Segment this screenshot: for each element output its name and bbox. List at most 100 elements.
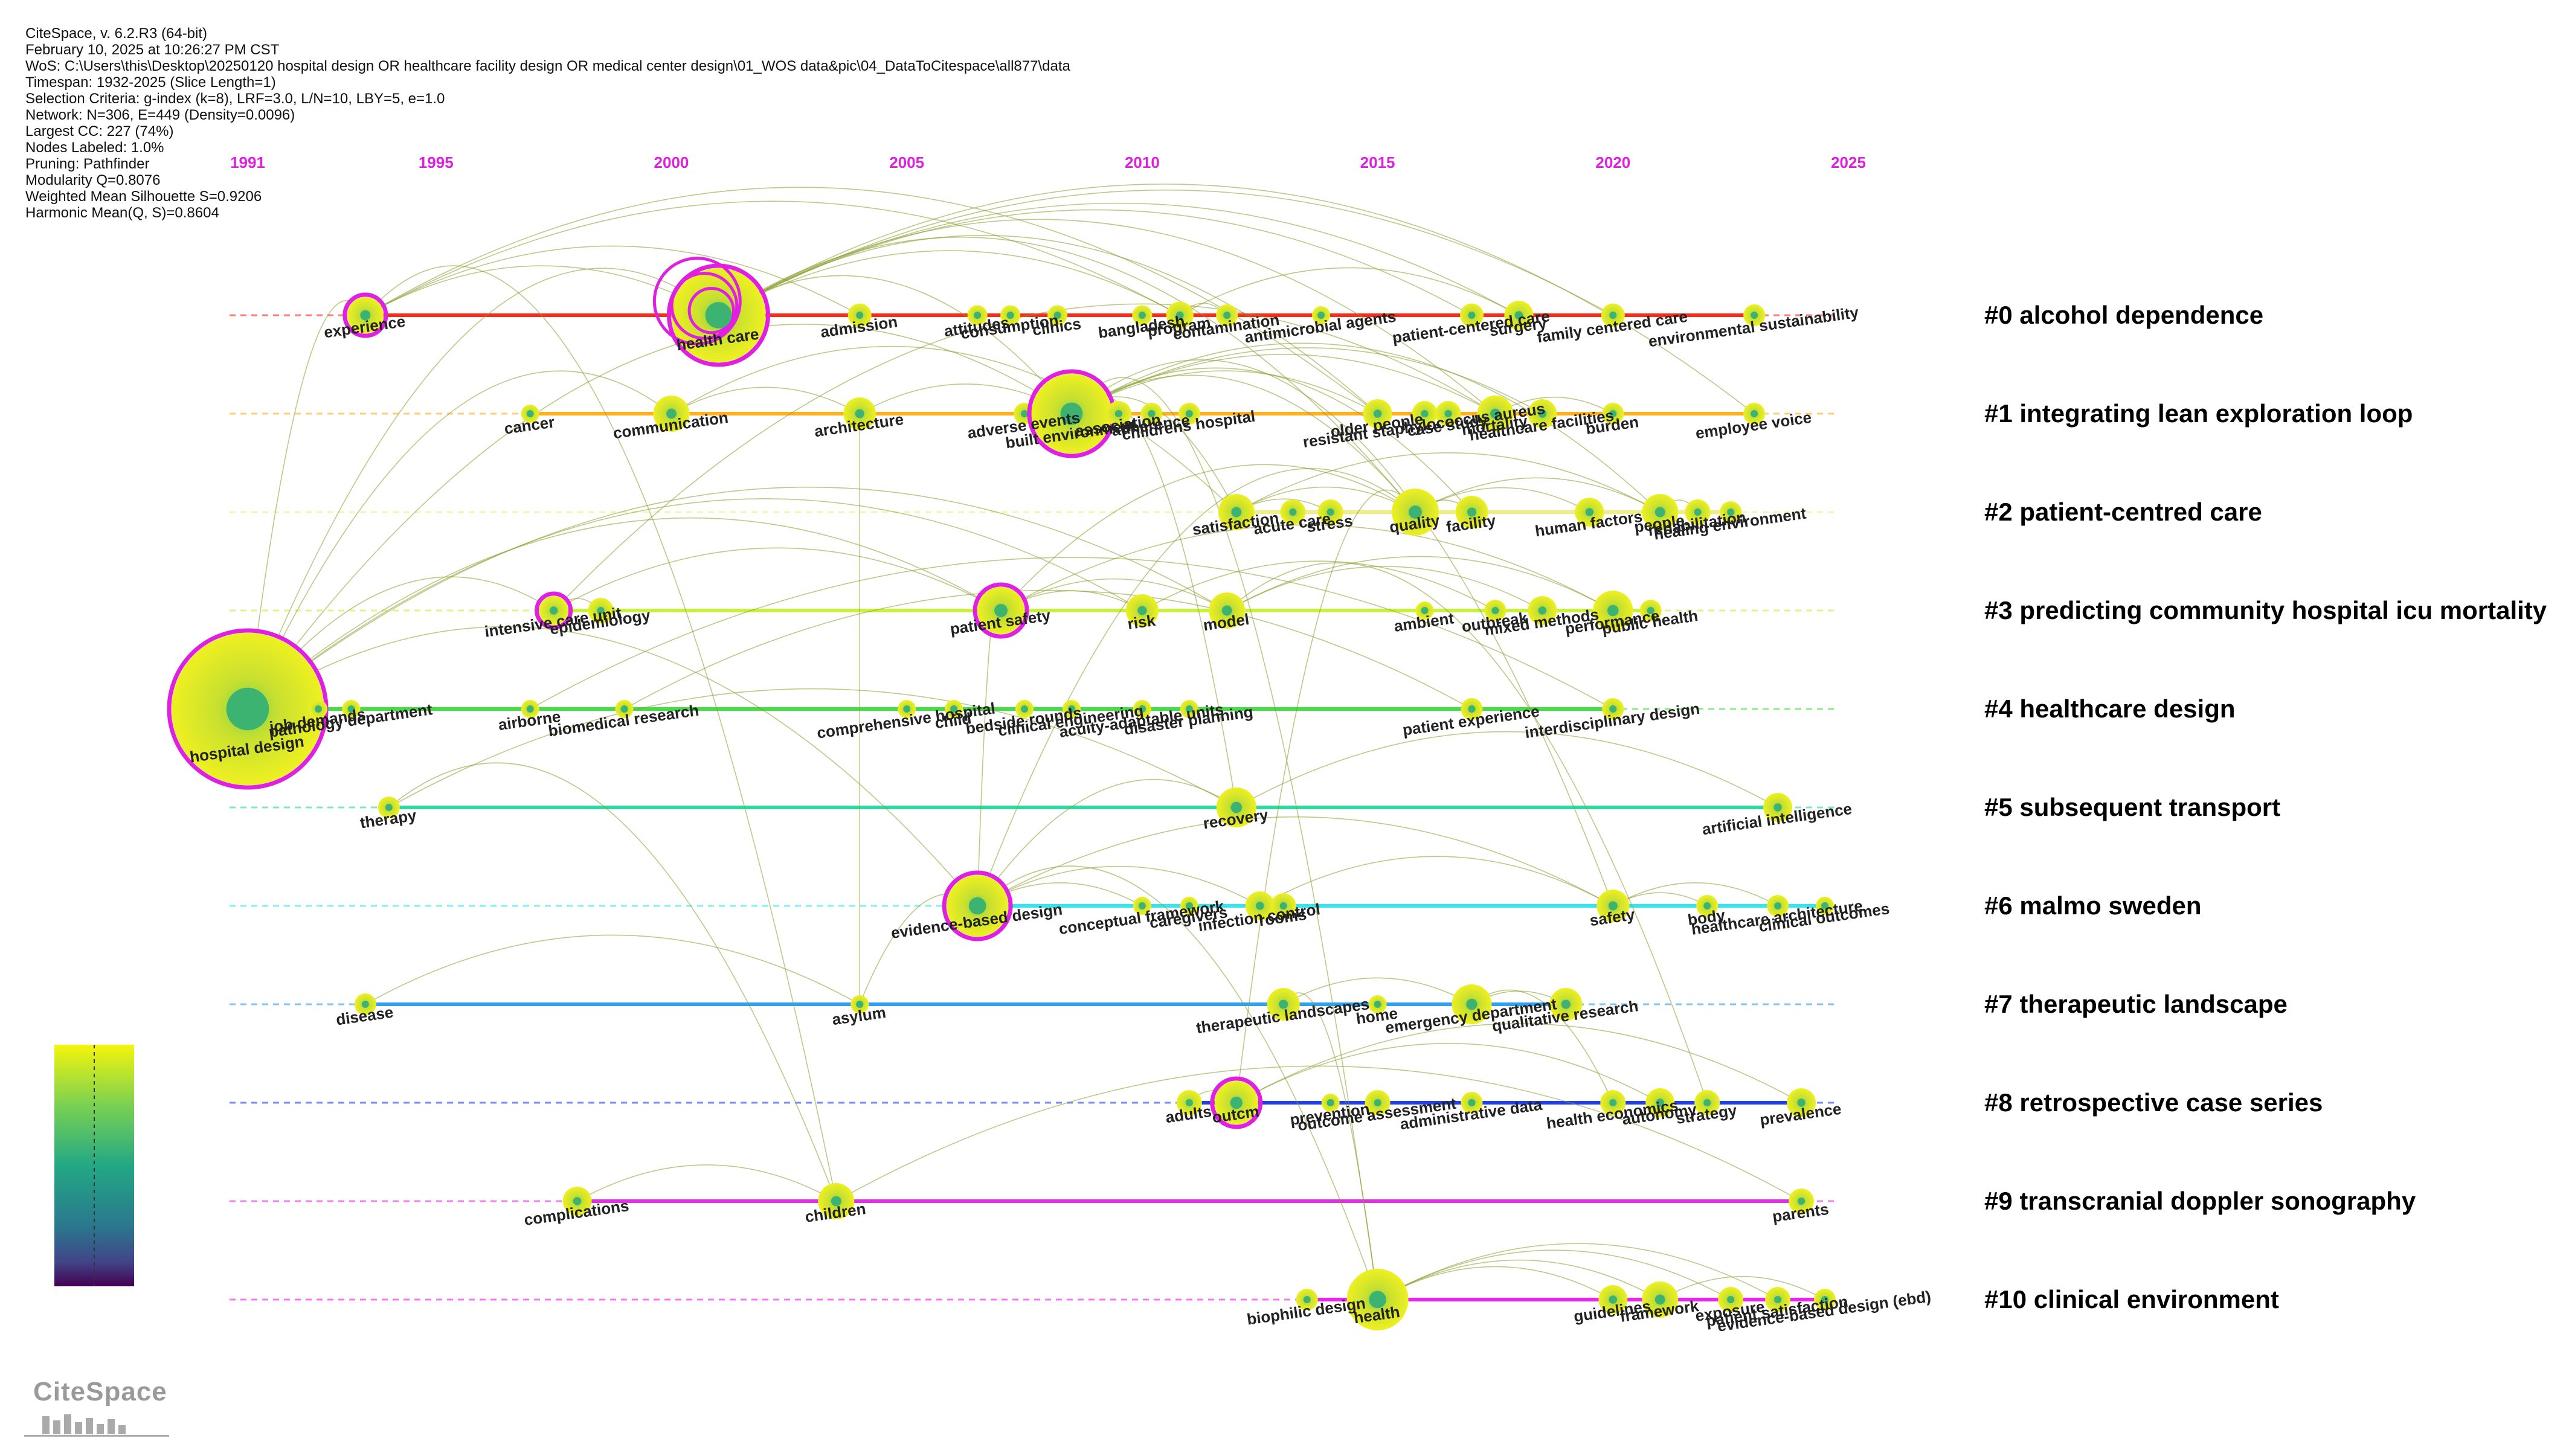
- keyword-node[interactable]: [1600, 1090, 1626, 1115]
- keyword-node[interactable]: [1133, 700, 1151, 718]
- keyword-node[interactable]: [1391, 489, 1439, 536]
- keyword-node[interactable]: [562, 1187, 592, 1216]
- keyword-node[interactable]: [1000, 305, 1021, 326]
- keyword-node[interactable]: [1346, 1269, 1409, 1330]
- keyword-node[interactable]: [945, 700, 963, 718]
- keyword-node[interactable]: [1209, 592, 1246, 629]
- keyword-node[interactable]: [1216, 304, 1238, 326]
- keyword-node[interactable]: [1601, 303, 1625, 327]
- keyword-node[interactable]: [342, 292, 388, 338]
- keyword-node[interactable]: [1602, 698, 1624, 720]
- cluster-label[interactable]: #0 alcohol dependence: [1984, 301, 2263, 329]
- keyword-node[interactable]: [1765, 1287, 1791, 1312]
- keyword-node[interactable]: [1685, 499, 1711, 525]
- keyword-node[interactable]: [1415, 601, 1434, 620]
- keyword-node[interactable]: [1593, 591, 1633, 630]
- keyword-node[interactable]: [1368, 995, 1387, 1013]
- keyword-node[interactable]: [973, 582, 1029, 639]
- keyword-node[interactable]: [1280, 499, 1306, 525]
- keyword-node[interactable]: [1602, 403, 1624, 425]
- keyword-node[interactable]: [1455, 496, 1488, 528]
- keyword-node[interactable]: [1718, 1287, 1744, 1312]
- keyword-node[interactable]: [1047, 305, 1068, 326]
- cluster-label[interactable]: #9 transcranial doppler sonography: [1984, 1187, 2416, 1215]
- keyword-node[interactable]: [1210, 1076, 1263, 1129]
- keyword-node[interactable]: [843, 397, 876, 430]
- keyword-node[interactable]: [1296, 1289, 1318, 1310]
- keyword-node[interactable]: [1105, 401, 1131, 426]
- keyword-node[interactable]: [167, 628, 329, 790]
- keyword-node[interactable]: [1132, 305, 1153, 326]
- keyword-node[interactable]: [1133, 897, 1151, 915]
- keyword-node[interactable]: [1216, 787, 1256, 827]
- keyword-node[interactable]: [1461, 1092, 1483, 1114]
- keyword-node[interactable]: [1317, 499, 1343, 525]
- cluster-label[interactable]: #10 clinical environment: [1984, 1285, 2279, 1313]
- keyword-node[interactable]: [1363, 399, 1392, 428]
- keyword-node[interactable]: [1435, 401, 1461, 426]
- keyword-node[interactable]: [1642, 494, 1679, 530]
- keyword-node[interactable]: [1484, 600, 1506, 621]
- cluster-label[interactable]: #2 patient-centred care: [1984, 498, 2262, 526]
- keyword-node[interactable]: [1218, 494, 1255, 530]
- cluster-label[interactable]: #7 therapeutic landscape: [1984, 990, 2288, 1018]
- keyword-node[interactable]: [1477, 396, 1514, 432]
- keyword-node[interactable]: [1270, 893, 1296, 919]
- keyword-node[interactable]: [1528, 596, 1557, 625]
- keyword-node[interactable]: [1267, 988, 1300, 1021]
- keyword-node[interactable]: [521, 405, 539, 423]
- keyword-node[interactable]: [1743, 304, 1766, 326]
- keyword-node[interactable]: [1461, 698, 1483, 720]
- keyword-node[interactable]: [1452, 984, 1492, 1024]
- keyword-node[interactable]: [1743, 403, 1766, 425]
- keyword-node[interactable]: [1062, 700, 1081, 718]
- keyword-node[interactable]: [1767, 895, 1789, 917]
- keyword-node[interactable]: [1642, 1281, 1679, 1318]
- keyword-node[interactable]: [1694, 1090, 1720, 1115]
- keyword-node[interactable]: [1763, 793, 1793, 822]
- keyword-node[interactable]: [1528, 399, 1557, 428]
- keyword-node[interactable]: [1312, 306, 1331, 324]
- keyword-node[interactable]: [1176, 1090, 1202, 1115]
- keyword-node[interactable]: [1597, 890, 1630, 922]
- keyword-node[interactable]: [1787, 1088, 1816, 1117]
- keyword-node[interactable]: [967, 305, 988, 326]
- keyword-node[interactable]: [342, 700, 361, 718]
- cluster-label[interactable]: #4 healthcare design: [1984, 694, 2236, 723]
- keyword-node[interactable]: [653, 396, 690, 432]
- keyword-node[interactable]: [652, 257, 770, 367]
- keyword-node[interactable]: [378, 797, 400, 818]
- keyword-node[interactable]: [1125, 594, 1159, 627]
- keyword-node[interactable]: [1245, 891, 1275, 920]
- keyword-node[interactable]: [1696, 895, 1719, 917]
- cluster-label[interactable]: #1 integrating lean exploration loop: [1984, 399, 2413, 428]
- keyword-node[interactable]: [1639, 600, 1662, 621]
- keyword-node[interactable]: [851, 995, 869, 1013]
- keyword-node[interactable]: [1140, 403, 1163, 425]
- keyword-node[interactable]: [588, 598, 614, 623]
- keyword-node[interactable]: [1178, 403, 1200, 425]
- keyword-node[interactable]: [535, 591, 573, 630]
- keyword-node[interactable]: [942, 870, 1013, 941]
- keyword-node[interactable]: [898, 700, 916, 718]
- keyword-node[interactable]: [1549, 988, 1583, 1021]
- keyword-node[interactable]: [1180, 897, 1198, 915]
- keyword-node[interactable]: [1645, 1088, 1675, 1117]
- keyword-node[interactable]: [615, 700, 634, 718]
- keyword-node[interactable]: [1321, 1094, 1340, 1112]
- keyword-node[interactable]: [1789, 1188, 1815, 1214]
- cluster-label[interactable]: #8 retrospective case series: [1984, 1088, 2323, 1117]
- cluster-label[interactable]: #3 predicting community hospital icu mor…: [1984, 596, 2547, 624]
- keyword-node[interactable]: [847, 303, 872, 327]
- keyword-node[interactable]: [1598, 1285, 1628, 1314]
- keyword-node[interactable]: [1720, 501, 1742, 523]
- keyword-node[interactable]: [309, 700, 327, 718]
- keyword-node[interactable]: [521, 700, 539, 718]
- cluster-label[interactable]: #5 subsequent transport: [1984, 793, 2280, 821]
- keyword-node[interactable]: [1575, 498, 1604, 527]
- keyword-node[interactable]: [1816, 897, 1834, 915]
- keyword-node[interactable]: [818, 1183, 855, 1219]
- keyword-node[interactable]: [1504, 301, 1534, 330]
- cluster-label[interactable]: #6 malmo sweden: [1984, 891, 2201, 920]
- keyword-node[interactable]: [1180, 700, 1198, 718]
